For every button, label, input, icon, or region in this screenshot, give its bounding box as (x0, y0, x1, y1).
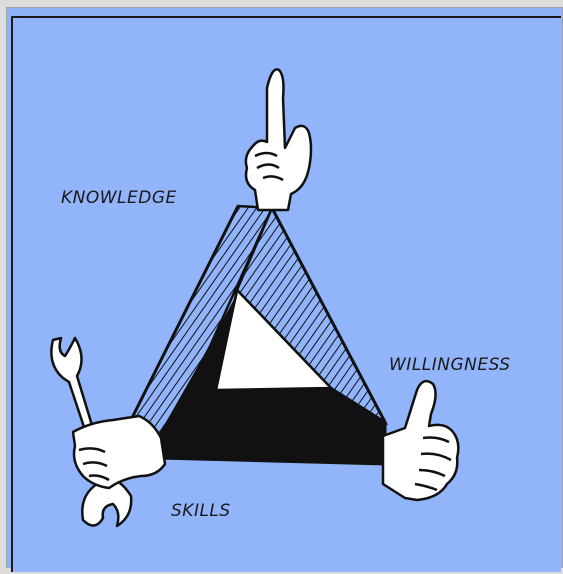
label-knowledge: KNOWLEDGE (61, 188, 177, 208)
triangle-illustration (50, 68, 460, 528)
pointing-finger-icon (244, 68, 313, 212)
label-willingness: WILLINGNESS (389, 355, 511, 375)
wrench-in-hand-icon (50, 336, 167, 528)
diagram-frame: KNOWLEDGE WILLINGNESS SKILLS (6, 7, 563, 572)
label-skills: SKILLS (171, 501, 231, 521)
impossible-triangle-icon (129, 204, 389, 466)
thumbs-up-icon (381, 379, 460, 502)
diagram-panel: KNOWLEDGE WILLINGNESS SKILLS (11, 16, 561, 572)
